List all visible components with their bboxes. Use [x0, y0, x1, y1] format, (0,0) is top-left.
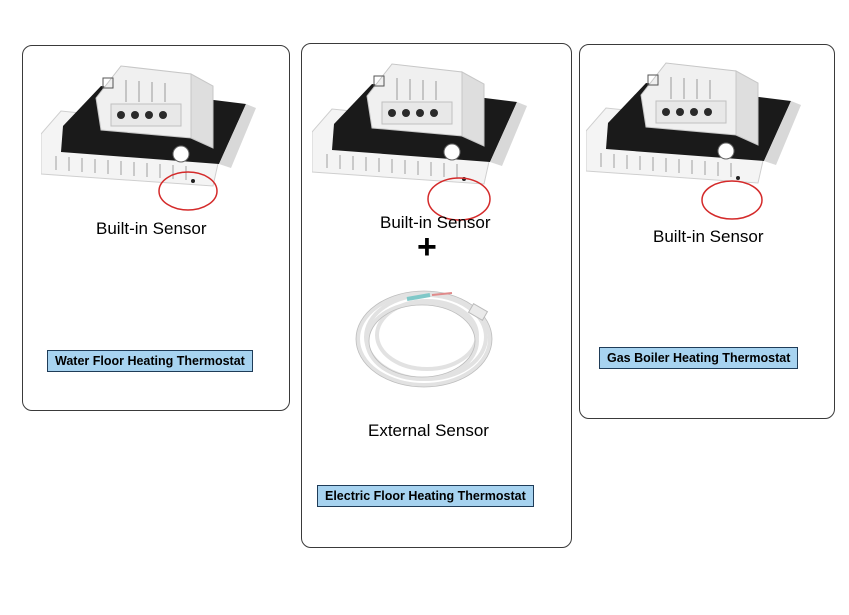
- water-floor-card: Built-in Sensor Water Floor Heating Ther…: [22, 45, 290, 411]
- electric-floor-card: Built-in Sensor + External Sensor Electr…: [301, 43, 572, 548]
- gas-boiler-tag: Gas Boiler Heating Thermostat: [599, 347, 799, 369]
- thermostat-image: [41, 56, 271, 206]
- electric-floor-tag: Electric Floor Heating Thermostat: [317, 485, 534, 507]
- sensor-highlight-circle: [426, 176, 492, 222]
- gas-boiler-card: Built-in Sensor Gas Boiler Heating Therm…: [579, 44, 835, 419]
- plus-sign: +: [417, 228, 437, 266]
- external-sensor-label: External Sensor: [368, 421, 489, 440]
- sensor-highlight-circle: [700, 179, 764, 221]
- builtin-sensor-label: Built-in Sensor: [380, 213, 491, 232]
- external-sensor-cable-image: [352, 269, 502, 399]
- builtin-sensor-label: Built-in Sensor: [653, 227, 764, 246]
- sensor-highlight-circle: [157, 170, 219, 212]
- builtin-sensor-label: Built-in Sensor: [96, 219, 207, 238]
- water-floor-tag: Water Floor Heating Thermostat: [47, 350, 253, 372]
